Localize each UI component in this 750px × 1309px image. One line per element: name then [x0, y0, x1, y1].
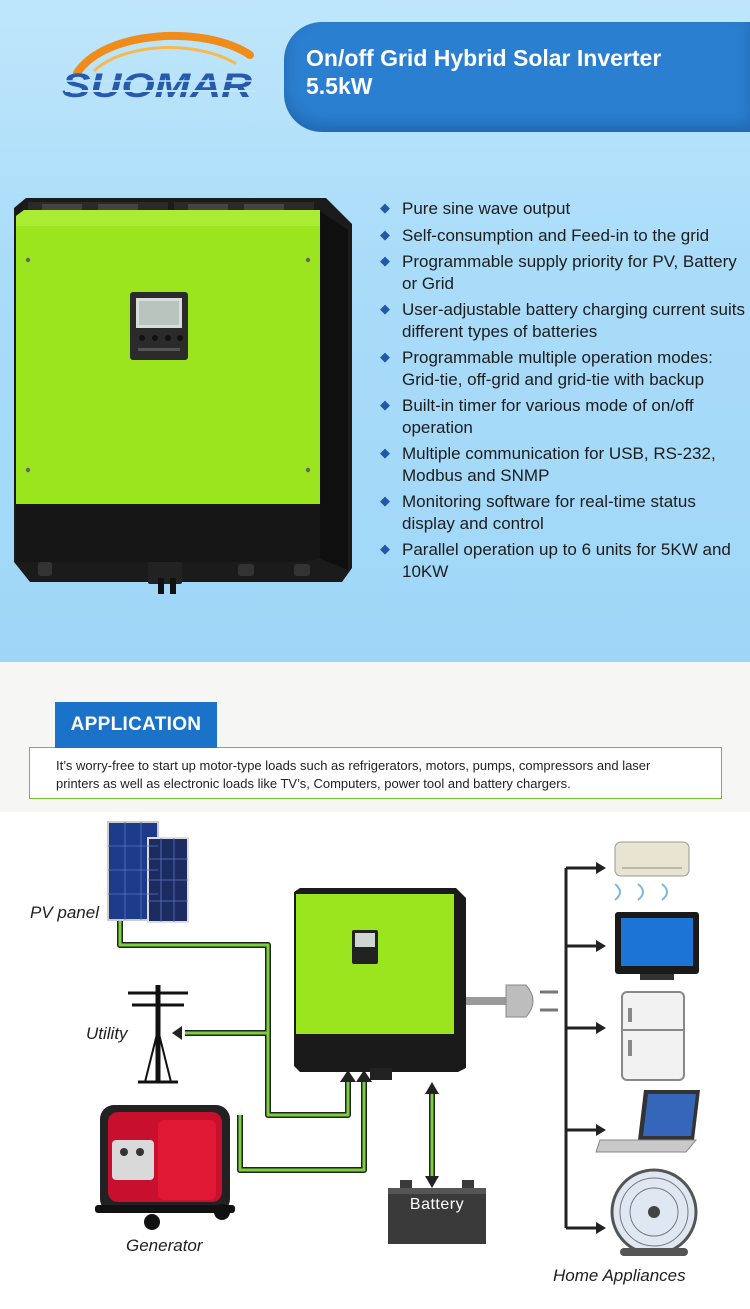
feature-item: ◆Pure sine wave output: [380, 199, 571, 218]
diamond-bullet-icon: ◆: [380, 493, 390, 508]
appliance-bus: [564, 866, 596, 1230]
application-description: It’s worry-free to start up motor-type l…: [29, 747, 722, 799]
inverter-image: [14, 198, 352, 594]
power-plug-icon: [466, 984, 558, 1018]
feature-item: ◆Programmable multiple operation modes: …: [380, 348, 713, 389]
diamond-bullet-icon: ◆: [380, 253, 390, 268]
hero-section: SUOMAR On/off Grid Hybrid Solar Inverter…: [0, 0, 750, 662]
utility-label: Utility: [86, 1024, 128, 1043]
feature-list: ◆Pure sine wave output ◆Self-consumption…: [380, 198, 750, 587]
application-text-line: printers as well as electronic loads lik…: [56, 776, 571, 791]
title-banner: On/off Grid Hybrid Solar Inverter 5.5kW: [284, 22, 750, 132]
pv-panel-label: PV panel: [30, 903, 99, 922]
refrigerator-icon: [621, 991, 685, 1081]
product-power: 5.5kW: [306, 73, 373, 99]
fan-icon: [610, 1168, 698, 1256]
feature-item: ◆Self-consumption and Feed-in to the gri…: [380, 225, 710, 245]
diamond-bullet-icon: ◆: [380, 397, 390, 412]
system-diagram: [95, 821, 700, 1256]
application-heading: APPLICATION: [55, 702, 217, 748]
diamond-bullet-icon: ◆: [380, 301, 390, 316]
application-text-line: It’s worry-free to start up motor-type l…: [56, 758, 651, 773]
feature-item: ◆Multiple communication for USB, RS-232,…: [380, 444, 716, 485]
generator-icon: [95, 1105, 235, 1230]
feature-item: ◆User-adjustable battery charging curren…: [380, 300, 745, 341]
wiring: [117, 920, 439, 1188]
diamond-bullet-icon: ◆: [380, 445, 390, 460]
feature-item: ◆Parallel operation up to 6 units for 5K…: [380, 540, 731, 581]
air-conditioner-icon: [614, 841, 690, 901]
laptop-icon: [595, 1090, 700, 1153]
diamond-bullet-icon: ◆: [380, 200, 390, 215]
inverter-unit-icon: [294, 888, 466, 1080]
feature-item: ◆Monitoring software for real-time statu…: [380, 492, 696, 533]
diamond-bullet-icon: ◆: [380, 349, 390, 364]
feature-item: ◆Programmable supply priority for PV, Ba…: [380, 252, 737, 293]
battery-icon: [388, 1180, 486, 1244]
brand-logo: SUOMAR: [62, 31, 255, 105]
solar-panel-icon: [107, 821, 189, 923]
diamond-bullet-icon: ◆: [380, 541, 390, 556]
home-appliances-label: Home Appliances: [553, 1266, 686, 1285]
product-title: On/off Grid Hybrid Solar Inverter: [306, 45, 662, 71]
utility-pole-icon: [128, 985, 188, 1084]
tv-icon: [615, 912, 699, 980]
feature-item: ◆Built-in timer for various mode of on/o…: [380, 396, 694, 437]
diamond-bullet-icon: ◆: [380, 226, 390, 242]
battery-label: Battery: [409, 1196, 465, 1213]
svg-text:SUOMAR: SUOMAR: [62, 67, 253, 105]
generator-label: Generator: [126, 1236, 203, 1255]
